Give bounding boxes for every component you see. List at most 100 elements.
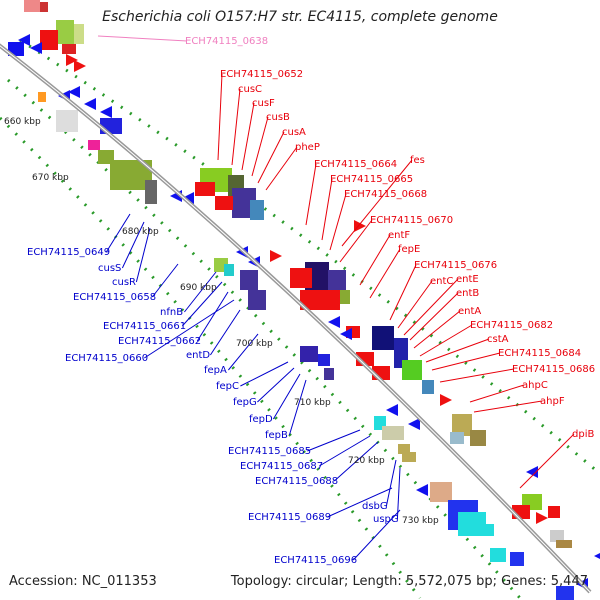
- forward-gene-label: ECH74115_0665: [330, 174, 413, 185]
- gene-block: [550, 530, 564, 542]
- label-leader-line: [359, 234, 391, 286]
- forward-gene-label: cusC: [238, 84, 262, 95]
- forward-gene-label: ahpF: [540, 396, 565, 407]
- gene-arrow: [416, 484, 428, 496]
- forward-gene-label: cusB: [266, 112, 290, 123]
- gene-arrow: [536, 512, 548, 524]
- gene-block: [324, 368, 334, 380]
- forward-gene-label: ECH74115_0684: [498, 348, 581, 359]
- gene-block: [215, 196, 233, 210]
- label-leader-line: [181, 281, 223, 327]
- forward-gene-label: dpiB: [572, 429, 594, 440]
- gene-block: [372, 326, 394, 350]
- label-leader-line: [121, 221, 145, 269]
- label-leader-line: [240, 361, 289, 387]
- label-leader-line: [319, 435, 371, 467]
- gene-arrow: [100, 106, 112, 118]
- forward-gene-label: entA: [458, 306, 481, 317]
- gene-block: [382, 426, 404, 440]
- label-leader-line: [288, 379, 307, 436]
- label-leader-line: [209, 309, 241, 356]
- reverse-gene-label: fepB: [265, 430, 288, 441]
- label-leader-line: [231, 88, 241, 166]
- gene-block: [510, 552, 524, 566]
- scale-tick-label: 660 kbp: [4, 117, 41, 127]
- backbone-tick-marks: [0, 38, 599, 599]
- forward-gene-label: fes: [410, 155, 425, 166]
- label-leader-line: [339, 219, 373, 263]
- label-leader-line: [439, 368, 515, 383]
- genome-backbone: [0, 43, 592, 594]
- gene-labels: ECH74115_0638ECH74115_0652cusCcusFcusBcu…: [27, 36, 595, 566]
- gene-block: [290, 268, 312, 288]
- scale-tick-label: 710 kbp: [294, 398, 331, 408]
- label-leader-line: [105, 213, 131, 253]
- gene-block: [556, 586, 574, 600]
- label-leader-line: [389, 264, 417, 321]
- reverse-gene-label: cusR: [112, 277, 136, 288]
- forward-gene-label: ECH74115_0670: [370, 215, 453, 226]
- label-leader-line: [519, 433, 575, 489]
- label-leader-line: [385, 459, 397, 507]
- gene-block: [145, 180, 157, 204]
- reverse-gene-label: dsbG: [362, 501, 388, 512]
- gene-block: [62, 44, 76, 54]
- gene-block: [195, 182, 215, 196]
- gene-block: [8, 42, 24, 56]
- label-leader-lines: [97, 35, 575, 561]
- label-leader-line: [419, 324, 473, 357]
- forward-gene-label: ECH74115_0668: [344, 189, 427, 200]
- gene-block: [56, 110, 78, 132]
- gene-arrow: [182, 192, 194, 204]
- forward-gene-label: ECH74115_0664: [314, 159, 397, 170]
- label-leader-line: [396, 467, 401, 520]
- gene-block: [450, 432, 464, 444]
- gene-block: [88, 140, 100, 150]
- forward-gene-label: ECH74115_0638: [185, 36, 268, 47]
- gene-block: [56, 20, 74, 44]
- reverse-gene-label: cusS: [98, 263, 121, 274]
- label-leader-line: [333, 441, 379, 482]
- gene-arrow: [340, 328, 352, 340]
- gene-block: [490, 548, 506, 562]
- forward-gene-label: ECH74115_0682: [470, 320, 553, 331]
- reverse-gene-label: ECH74115_0689: [248, 512, 331, 523]
- label-leader-line: [144, 299, 235, 359]
- gene-block: [300, 346, 318, 362]
- genome-title: Escherichia coli O157:H7 str. EC4115, co…: [102, 9, 498, 25]
- gene-block: [430, 482, 452, 502]
- gene-block: [398, 444, 410, 454]
- gene-block: [38, 92, 46, 102]
- reverse-gene-label: nfnB: [160, 307, 183, 318]
- gene-block: [422, 380, 434, 394]
- label-leader-line: [97, 35, 188, 42]
- gene-block: [402, 360, 422, 380]
- label-leader-line: [151, 263, 179, 298]
- label-leader-line: [135, 227, 151, 283]
- gene-block: [470, 430, 486, 446]
- gene-arrow: [354, 220, 366, 232]
- scale-tick-label: 700 kbp: [236, 339, 273, 349]
- scale-tick-label: 670 kbp: [32, 173, 69, 183]
- forward-gene-label: cstA: [487, 334, 509, 345]
- reverse-gene-label: ECH74115_0662: [118, 336, 201, 347]
- gene-arrow: [440, 394, 452, 406]
- gene-block: [40, 2, 48, 12]
- accession-text: Accession: NC_011353: [9, 574, 157, 589]
- label-leader-line: [217, 73, 223, 161]
- gene-block: [250, 200, 264, 220]
- forward-gene-label: pheP: [295, 142, 320, 153]
- backbone-line: [0, 43, 592, 594]
- gene-block: [40, 30, 58, 50]
- label-leader-line: [272, 373, 301, 420]
- label-leader-line: [184, 271, 217, 313]
- label-leader-line: [196, 291, 229, 342]
- forward-gene-label: ECH74115_0676: [414, 260, 497, 271]
- scale-tick-label: 720 kbp: [348, 456, 385, 466]
- gene-block: [556, 540, 572, 548]
- label-leader-line: [413, 310, 461, 349]
- gene-block: [240, 270, 258, 290]
- forward-gene-label: ECH74115_0652: [220, 69, 303, 80]
- reverse-gene-label: ECH74115_0660: [65, 353, 148, 364]
